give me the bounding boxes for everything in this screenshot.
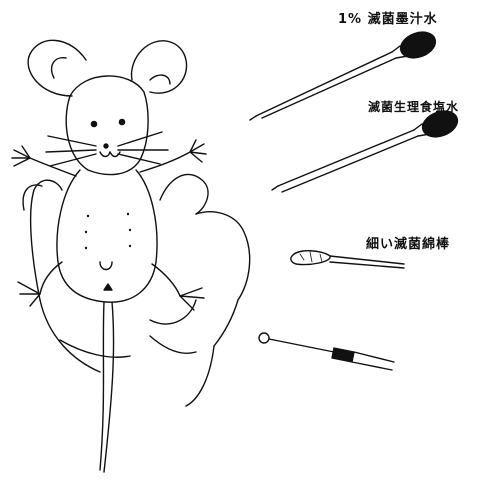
right-arm: [140, 152, 190, 172]
label-dropper-2: 滅菌生理食塩水: [368, 98, 459, 115]
left-eye: [91, 121, 96, 126]
dropper-2: [272, 107, 461, 192]
head: [66, 76, 148, 175]
cotton-swab: [291, 251, 404, 268]
tail: [100, 302, 104, 470]
label-swab: 細い滅菌綿棒: [366, 233, 450, 252]
inoculation-loop: [259, 333, 394, 370]
right-eye: [119, 119, 124, 124]
right-ear: [131, 41, 186, 93]
nose: [104, 144, 108, 148]
body: [57, 170, 157, 302]
hand: [23, 174, 250, 406]
right-leg: [152, 264, 180, 296]
nipples: [85, 213, 131, 249]
label-dropper-1: 1% 滅菌墨汁水: [338, 8, 438, 27]
mouse: [12, 40, 206, 472]
